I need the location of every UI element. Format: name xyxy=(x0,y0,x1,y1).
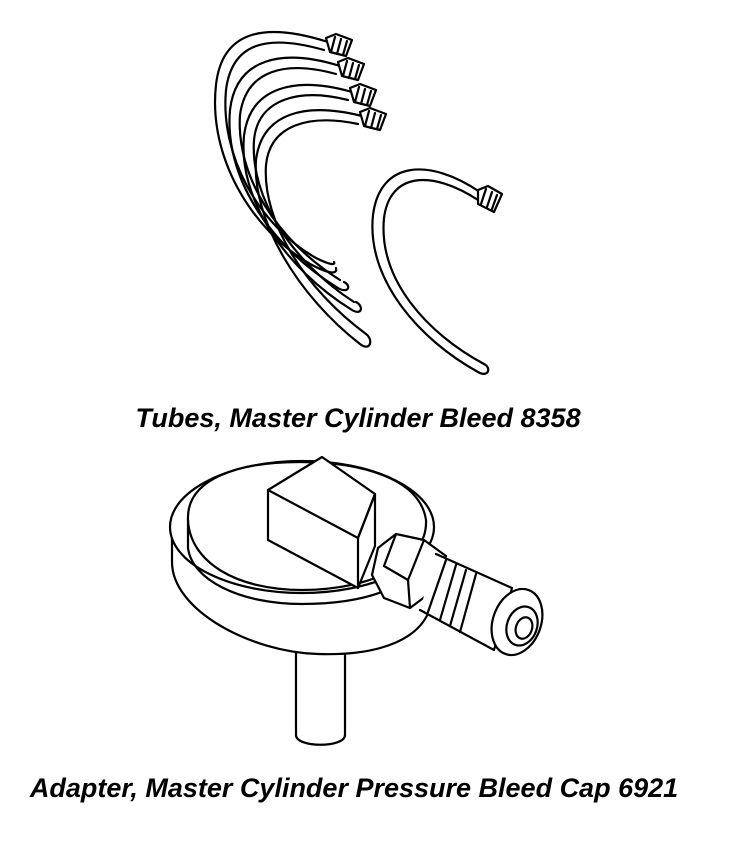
tube-fitting-single xyxy=(476,184,504,214)
bleed-tube-bundle xyxy=(213,30,388,348)
adapter-caption: Adapter, Master Cylinder Pressure Bleed … xyxy=(29,773,679,803)
bleed-tube-2 xyxy=(228,56,350,292)
tube-fitting-1 xyxy=(324,32,354,58)
adapter-stem xyxy=(294,650,347,746)
bleed-tube-4 xyxy=(254,109,372,348)
tube-fitting-2 xyxy=(336,56,366,82)
bleed-tube-single xyxy=(371,168,504,375)
tube-fitting-3 xyxy=(348,82,378,108)
adapter-nozzle xyxy=(418,552,544,657)
adapter-block xyxy=(266,455,377,590)
tube-fitting-4 xyxy=(358,106,388,132)
bleed-tube-3 xyxy=(242,83,362,313)
bleed-cap-adapter xyxy=(168,455,544,746)
tubes-caption: Tubes, Master Cylinder Bleed 8358 xyxy=(135,403,581,433)
